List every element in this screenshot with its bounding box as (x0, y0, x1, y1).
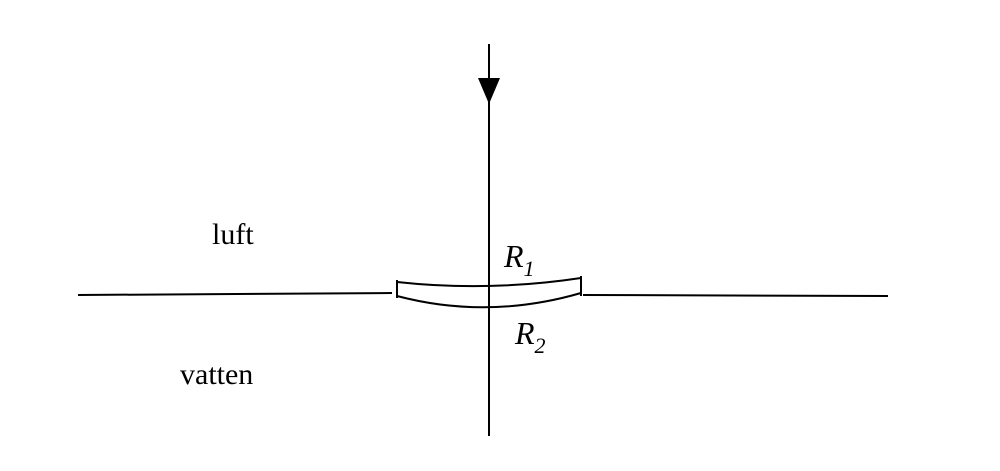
surface-r2-label: R2 (515, 317, 546, 357)
surface-r1-symbol: R (504, 238, 524, 274)
surface-r2-index: 2 (534, 333, 546, 358)
water-surface-right (582, 294, 889, 297)
water-surface-left (77, 292, 393, 296)
surface-r1-label: R1 (504, 240, 535, 280)
surface-r2-symbol: R (515, 315, 535, 351)
arrow-down-icon (478, 78, 500, 104)
surface-r1-index: 1 (523, 256, 535, 281)
air-label: luft (212, 218, 254, 251)
water-label: vatten (180, 358, 254, 391)
